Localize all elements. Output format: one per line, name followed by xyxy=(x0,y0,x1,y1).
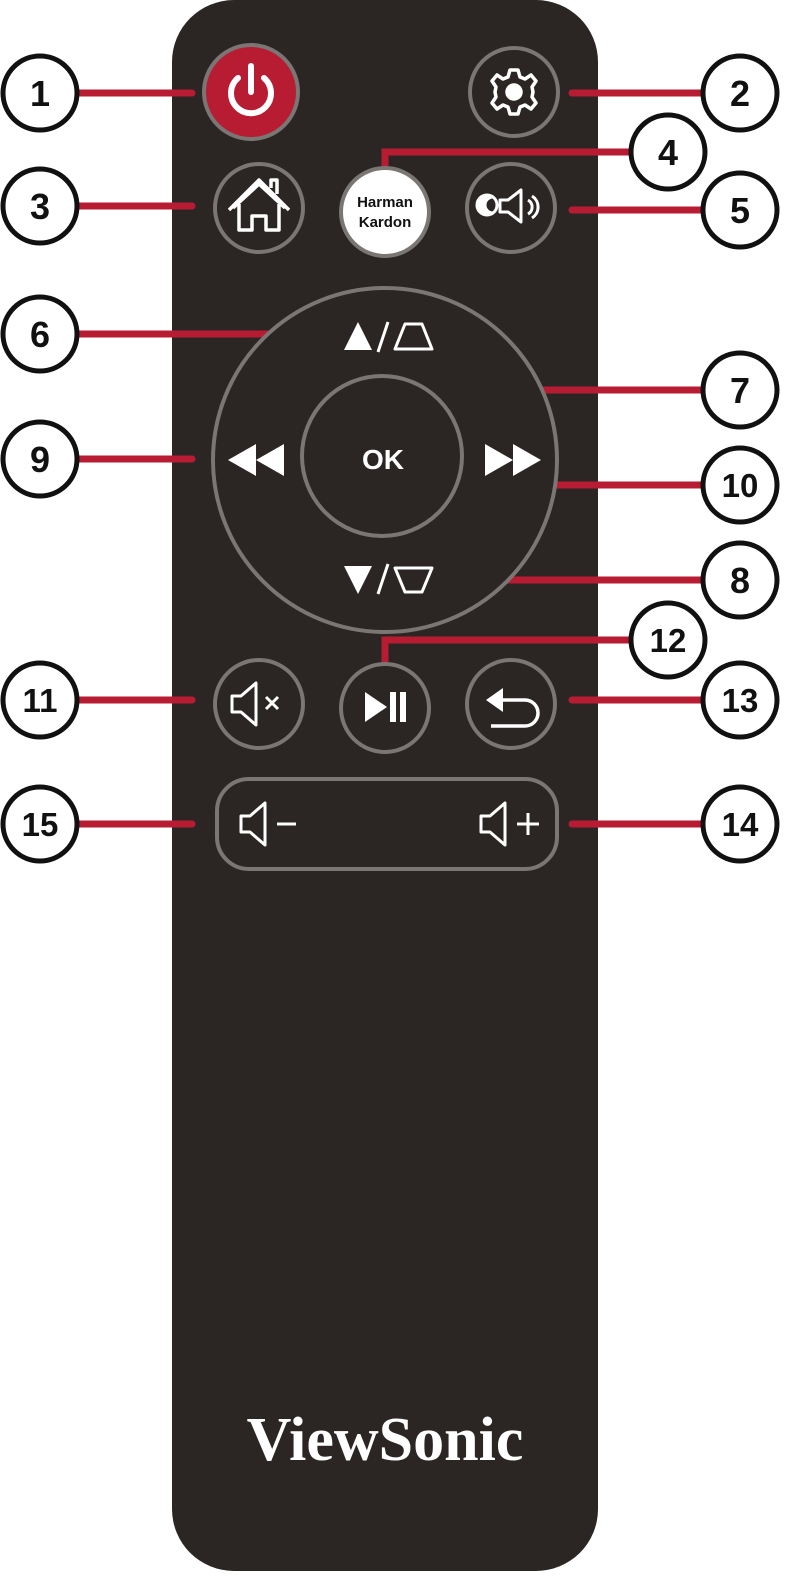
svg-text:1: 1 xyxy=(30,73,50,114)
callout-10: 10 xyxy=(700,445,780,525)
play-pause-button[interactable] xyxy=(339,662,431,754)
callout-6: 6 xyxy=(0,294,80,374)
power-icon xyxy=(228,63,274,117)
down-triangle-keystone-icon xyxy=(344,563,434,595)
svg-text:7: 7 xyxy=(730,370,750,411)
svg-text:9: 9 xyxy=(30,439,50,480)
callout-8: 8 xyxy=(700,540,780,620)
volume-rocker xyxy=(215,777,559,871)
home-button[interactable] xyxy=(213,162,305,254)
svg-text:11: 11 xyxy=(23,682,58,719)
power-button[interactable] xyxy=(202,43,300,141)
callout-5: 5 xyxy=(700,170,780,250)
callout-12: 12 xyxy=(628,600,708,680)
rewind-icon xyxy=(228,444,284,476)
home-icon xyxy=(227,178,291,232)
dpad: OK xyxy=(211,286,559,634)
gear-icon xyxy=(490,68,538,116)
harman-kardon-button[interactable]: Harman Kardon xyxy=(339,166,431,258)
fast-forward-icon xyxy=(485,444,541,476)
callout-13: 13 xyxy=(700,660,780,740)
rewind-button[interactable] xyxy=(220,440,300,480)
callout-2: 2 xyxy=(700,53,780,133)
svg-text:5: 5 xyxy=(730,190,750,231)
svg-text:2: 2 xyxy=(730,73,750,114)
callout-15: 15 xyxy=(0,784,80,864)
ok-label: OK xyxy=(362,444,404,475)
brand-logo: ViewSonic xyxy=(247,1406,524,1474)
svg-text:4: 4 xyxy=(658,132,678,173)
svg-text:12: 12 xyxy=(650,622,687,659)
svg-text:15: 15 xyxy=(22,806,59,843)
up-button[interactable] xyxy=(330,310,440,360)
speaker-mute-icon xyxy=(230,681,280,727)
callout-lines xyxy=(76,89,706,828)
return-arrow-icon xyxy=(486,688,540,728)
down-button[interactable] xyxy=(330,560,440,610)
light-sound-button[interactable] xyxy=(465,162,557,254)
svg-text:13: 13 xyxy=(722,682,759,719)
play-pause-icon xyxy=(365,692,406,722)
ok-button[interactable]: OK xyxy=(300,374,464,538)
settings-button[interactable] xyxy=(468,46,560,138)
svg-text:10: 10 xyxy=(722,467,759,504)
svg-text:14: 14 xyxy=(722,806,759,843)
volume-up-button[interactable] xyxy=(390,787,550,861)
fast-forward-button[interactable] xyxy=(478,440,550,480)
moon-speaker-icon xyxy=(475,188,540,224)
mute-button[interactable] xyxy=(213,658,305,750)
harman-kardon-label-line1: Harman xyxy=(357,194,413,211)
callout-14: 14 xyxy=(700,784,780,864)
callout-4: 4 xyxy=(628,112,708,192)
callout-7: 7 xyxy=(700,350,780,430)
harman-kardon-label-line2: Kardon xyxy=(359,214,412,231)
volume-down-button[interactable] xyxy=(225,787,385,861)
speaker-minus-icon xyxy=(239,801,296,847)
callout-3: 3 xyxy=(0,166,80,246)
up-triangle-keystone-icon xyxy=(344,321,434,353)
callout-1: 1 xyxy=(0,53,80,133)
callout-9: 9 xyxy=(0,419,80,499)
back-button[interactable] xyxy=(465,658,557,750)
speaker-plus-icon xyxy=(479,801,539,847)
callout-11: 11 xyxy=(0,660,80,740)
svg-text:8: 8 xyxy=(730,560,750,601)
svg-text:3: 3 xyxy=(30,186,50,227)
svg-text:6: 6 xyxy=(30,314,50,355)
